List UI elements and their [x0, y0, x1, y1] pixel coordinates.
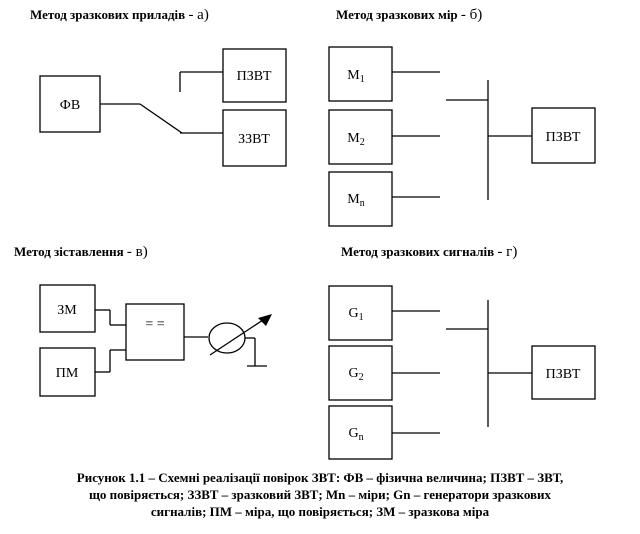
caption-line-3: сигналів; ПМ – міра, що повіряється; ЗМ … — [150, 504, 490, 519]
zzvt-box — [222, 109, 287, 167]
zm-box — [39, 284, 96, 333]
caption-line-1: Рисунок 1.1 – Схемні реалізації повірок … — [76, 470, 564, 485]
pzvt-label-a: ПЗВТ — [237, 69, 272, 84]
comparator-label: = = — [145, 317, 164, 332]
zzvt-label: ЗЗВТ — [238, 132, 270, 147]
g1-label: G1 — [348, 306, 363, 323]
panel-d-title: Метод зразкових сигналів - г) — [341, 244, 517, 260]
mn-box — [328, 171, 393, 227]
pm-label: ПМ — [56, 366, 79, 381]
figure-caption: Рисунок 1.1 – Схемні реалізації повірок … — [14, 469, 626, 520]
g1-box — [328, 285, 393, 341]
pzvt-box-a — [222, 48, 287, 103]
m2-box — [328, 109, 393, 165]
null-indicator-arrowhead — [258, 314, 272, 326]
fv-label: ФВ — [60, 98, 80, 113]
g2-label: G2 — [348, 366, 363, 383]
caption-line-2: що повіряється; ЗЗВТ – зразковий ЗВТ; Mn… — [88, 487, 552, 502]
mn-label: Mn — [347, 192, 364, 209]
m1-label: M1 — [347, 68, 364, 85]
panel-c-title: Метод зіставлення - в) — [14, 244, 148, 260]
zm-label: ЗМ — [57, 303, 77, 318]
null-indicator-arrow — [209, 317, 267, 356]
m2-label: M2 — [347, 131, 364, 148]
m1-box — [328, 46, 393, 102]
pzvt-label-b: ПЗВТ — [546, 130, 581, 145]
switch-blade — [139, 103, 183, 134]
pzvt-label-d: ПЗВТ — [546, 367, 581, 382]
panel-a-title: Метод зразкових приладів - а) — [30, 7, 209, 23]
gn-label: Gn — [348, 426, 363, 443]
comparator-box — [125, 303, 185, 361]
null-indicator — [208, 322, 246, 354]
panel-b-title: Метод зразкових мір - б) — [336, 7, 482, 23]
